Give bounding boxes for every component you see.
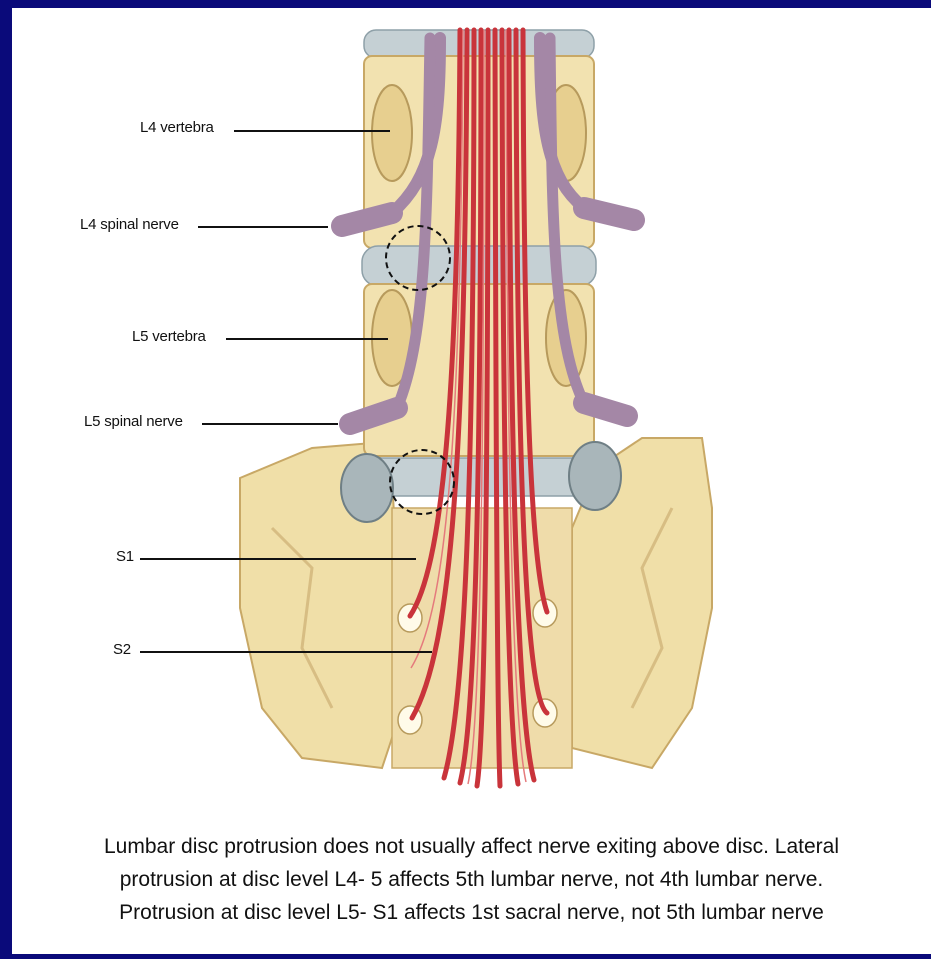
caption-line-1: Lumbar disc protrusion does not usually … <box>12 830 931 863</box>
label-s1: S1 <box>116 548 134 565</box>
leader-l5-spinal-nerve <box>202 423 338 425</box>
leader-l4-vertebra <box>234 130 390 132</box>
leader-l4-spinal-nerve <box>198 226 328 228</box>
caption-line-2: protrusion at disc level L4- 5 affects 5… <box>12 863 931 896</box>
label-l4-vertebra: L4 vertebra <box>140 119 214 136</box>
caption: Lumbar disc protrusion does not usually … <box>12 830 931 929</box>
leader-s2 <box>140 651 432 653</box>
label-l5-spinal-nerve: L5 spinal nerve <box>84 413 183 430</box>
slide-content: L4 vertebra L4 spinal nerve L5 vertebra … <box>12 8 931 954</box>
l4-left-pedicle <box>372 85 412 181</box>
label-l4-spinal-nerve: L4 spinal nerve <box>80 216 179 233</box>
label-s2: S2 <box>113 641 131 658</box>
label-l5-vertebra: L5 vertebra <box>132 328 206 345</box>
left-facet-joint <box>341 454 393 522</box>
caption-line-3: Protrusion at disc level L5- S1 affects … <box>12 896 931 929</box>
right-facet-joint <box>569 442 621 510</box>
leader-s1 <box>140 558 416 560</box>
leader-l5-vertebra <box>226 338 388 340</box>
